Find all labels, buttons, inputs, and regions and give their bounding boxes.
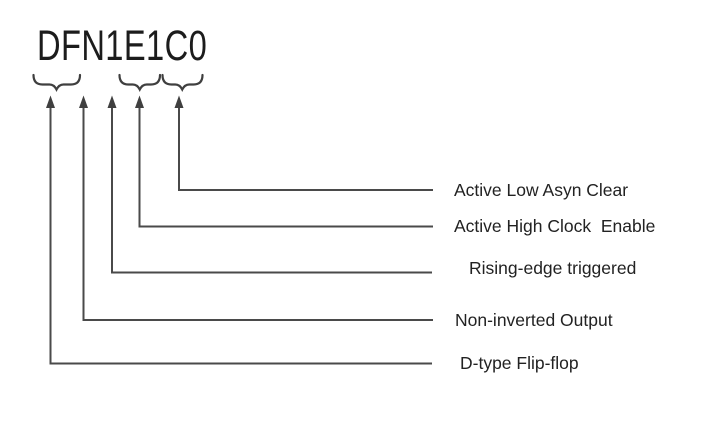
connector-active-high-clock-enable bbox=[138, 106, 433, 228]
underbrace-c0 bbox=[161, 73, 204, 92]
connector-non-inverted-output bbox=[82, 106, 433, 321]
arrow-up-icon bbox=[46, 95, 55, 108]
label-d-type-flip-flop: D-type Flip-flop bbox=[460, 353, 579, 373]
label-non-inverted-output: Non-inverted Output bbox=[455, 310, 613, 330]
arrow-up-icon bbox=[107, 95, 117, 108]
connector-d-type-flip-flop bbox=[49, 106, 432, 365]
connector-lines bbox=[49, 106, 433, 365]
underbrace-e1 bbox=[118, 73, 162, 92]
label-rising-edge-triggered: Rising-edge triggered bbox=[469, 258, 637, 278]
arrowheads bbox=[46, 95, 184, 108]
connector-rising-edge-triggered bbox=[111, 106, 432, 274]
label-active-high-clock-enable: Active High Clock Enable bbox=[454, 216, 656, 236]
arrow-up-icon bbox=[135, 95, 144, 108]
arrow-up-icon bbox=[79, 95, 88, 108]
arrow-up-icon bbox=[174, 95, 184, 108]
underbrace-df bbox=[32, 73, 82, 92]
part-number-title: DFN1E1C0 bbox=[37, 22, 208, 70]
underbraces bbox=[32, 73, 204, 92]
label-active-low-asyn-clear: Active Low Asyn Clear bbox=[454, 180, 629, 200]
connector-active-low-asyn-clear bbox=[178, 106, 433, 191]
